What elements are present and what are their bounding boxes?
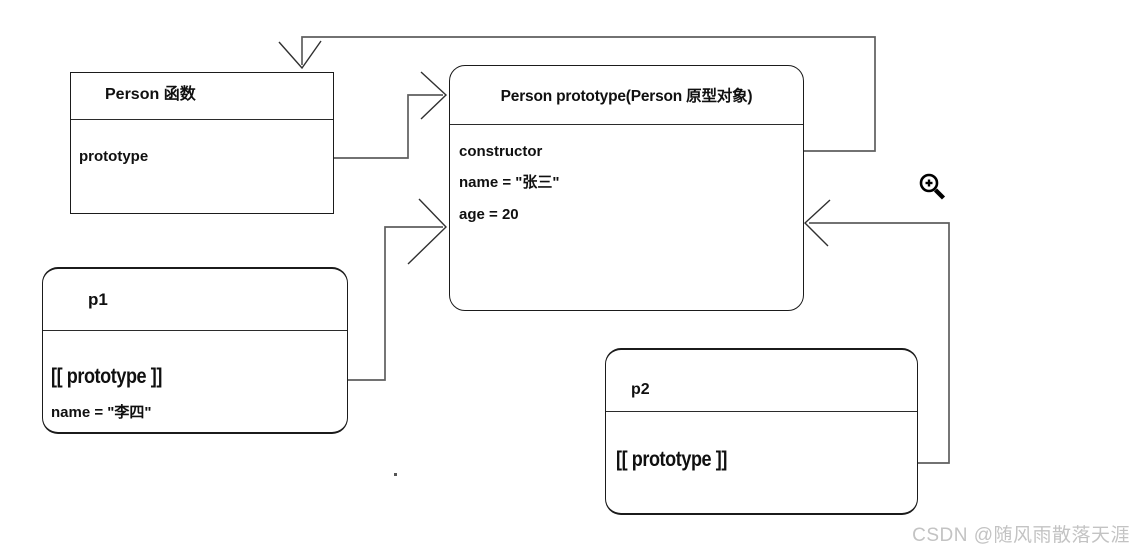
p1-member-name: name = "李四" <box>51 404 152 421</box>
p1-title: p1 <box>88 290 108 309</box>
p1-member-prototype-ref: [[ prototype ]] <box>51 365 162 388</box>
arrowhead-right-p1 <box>407 198 447 265</box>
arrowhead-down-constructor <box>278 40 322 70</box>
arrowhead-left-p2 <box>803 199 831 247</box>
p2-title: p2 <box>631 381 650 398</box>
person-prototype-title: Person prototype(Person 原型对象) <box>500 88 753 105</box>
person-prototype-divider <box>450 124 803 125</box>
person-function-box: Person 函数 prototype <box>70 72 334 214</box>
p1-box: p1 [[ prototype ]] name = "李四" <box>42 267 348 434</box>
stray-dot <box>394 473 397 476</box>
person-function-title: Person 函数 <box>105 86 196 103</box>
watermark: CSDN @随风雨散落天涯 <box>912 525 1130 546</box>
person-prototype-member-age: age = 20 <box>459 206 519 223</box>
magnifier-plus-icon <box>919 173 946 200</box>
person-prototype-member-name: name = "张三" <box>459 174 560 191</box>
p1-divider <box>43 330 347 331</box>
person-prototype-box: Person prototype(Person 原型对象) constructo… <box>449 65 804 311</box>
p2-member-prototype-ref: [[ prototype ]] <box>616 448 727 471</box>
person-function-member-prototype: prototype <box>79 148 149 165</box>
person-function-divider <box>71 119 333 120</box>
p2-box: p2 [[ prototype ]] <box>605 348 918 515</box>
arrowhead-right-prototype <box>420 71 448 120</box>
person-prototype-member-constructor: constructor <box>459 143 543 160</box>
p2-divider <box>606 411 917 412</box>
